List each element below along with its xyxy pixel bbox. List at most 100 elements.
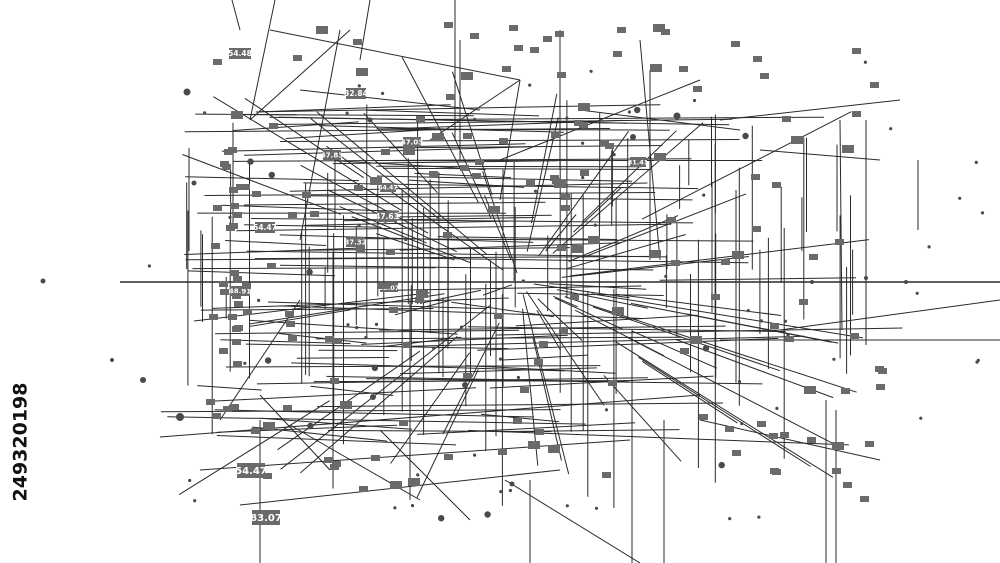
value-tag: 31.41: [628, 157, 649, 167]
value-tag-bg: [403, 147, 415, 155]
value-tag-bg: [226, 225, 235, 231]
value-tag-text: 32.84: [344, 89, 368, 98]
value-tag: [206, 399, 215, 405]
grid-line: [243, 201, 546, 206]
value-tag: [228, 314, 237, 320]
value-tag-bg: [353, 39, 362, 45]
node-dot: [863, 60, 868, 64]
value-tag: [679, 66, 688, 72]
node-dot: [915, 291, 919, 295]
value-tag-bg: [325, 336, 334, 342]
value-tag-bg: [386, 249, 395, 255]
value-tag-bg: [229, 48, 251, 59]
value-tag-bg: [332, 461, 341, 467]
value-tag-bg: [263, 473, 272, 479]
value-tag: [371, 455, 380, 461]
stock-id: 249320198: [10, 383, 32, 502]
value-tag: [557, 245, 566, 251]
node-dot: [243, 361, 247, 365]
value-tag-bg: [232, 293, 241, 299]
value-tag-bg: [852, 48, 861, 54]
value-tag: [463, 373, 472, 379]
value-tag-bg: [832, 442, 844, 450]
node-dot: [702, 193, 706, 197]
value-tag-bg: [752, 226, 761, 232]
value-tag: [690, 336, 702, 344]
node-dot: [974, 160, 978, 164]
value-tag-bg: [444, 22, 453, 28]
grid-line: [216, 435, 457, 446]
value-tag: [472, 173, 481, 179]
grid-line: [310, 385, 394, 396]
grid-line: [482, 284, 512, 296]
node-dot: [355, 326, 359, 330]
value-tag-bg: [267, 263, 276, 269]
value-tag-bg: [233, 212, 242, 218]
value-tag-bg: [731, 41, 740, 47]
value-tag-bg: [330, 378, 339, 384]
node-dot: [110, 358, 114, 362]
value-tag-bg: [219, 348, 228, 354]
grid-line: [553, 295, 578, 308]
grid-line: [467, 429, 849, 446]
value-tag: 37.32: [344, 237, 367, 247]
grid-line: [719, 99, 901, 121]
node-dot: [593, 223, 597, 227]
value-tag-bg: [680, 348, 689, 354]
value-tag: [725, 426, 734, 432]
value-tag: [223, 406, 232, 412]
value-tag: [429, 171, 438, 177]
value-tag: [804, 386, 816, 394]
grid-line: [325, 145, 504, 271]
grid-line: [300, 164, 429, 234]
value-tag-bg: [446, 94, 455, 100]
node-dot: [810, 280, 814, 284]
node-dot: [565, 504, 569, 508]
value-tag-bg: [233, 361, 242, 367]
grid-line: [225, 240, 327, 246]
value-tag: [416, 290, 428, 298]
value-tag: [559, 327, 568, 333]
value-tag: [252, 191, 261, 197]
value-tag: [513, 418, 522, 424]
value-tag-bg: [535, 429, 544, 435]
value-tag: [233, 276, 242, 282]
value-tag-bg: [389, 307, 398, 313]
value-tag-bg: [429, 171, 438, 177]
value-tag: [617, 27, 626, 33]
grid-line: [197, 385, 262, 391]
grid-line: [437, 236, 618, 240]
node-dot: [484, 511, 491, 518]
value-tag-bg: [526, 180, 535, 186]
node-dot: [919, 416, 923, 420]
grid-line: [285, 129, 431, 139]
grid-line: [359, 0, 371, 61]
value-tag: [870, 82, 879, 88]
value-tag-bg: [555, 31, 564, 37]
node-dot: [786, 333, 790, 337]
value-tag-bg: [650, 64, 662, 72]
node-dot: [534, 189, 538, 193]
grid-line: [313, 380, 630, 383]
grid-line: [467, 326, 786, 333]
grid-line: [536, 310, 562, 351]
node-dot: [499, 490, 503, 494]
value-tag-bg: [579, 122, 588, 128]
grid-line: [277, 350, 421, 451]
grid-line: [503, 354, 588, 361]
node-dot: [307, 422, 314, 430]
node-dot: [462, 382, 468, 388]
grid-line: [582, 193, 747, 259]
grid-line: [499, 79, 701, 161]
value-tag: [219, 281, 228, 287]
value-tag: [288, 335, 297, 341]
grid-line: [212, 297, 509, 309]
value-tag: [570, 294, 579, 300]
value-tag: [514, 45, 523, 51]
value-tag-text: 54.48: [228, 49, 252, 58]
value-tag: [316, 26, 328, 34]
value-tag: [654, 153, 666, 161]
value-tag-bg: [252, 191, 261, 197]
value-tag-bg: [809, 254, 818, 260]
value-tag-bg: [237, 463, 265, 478]
